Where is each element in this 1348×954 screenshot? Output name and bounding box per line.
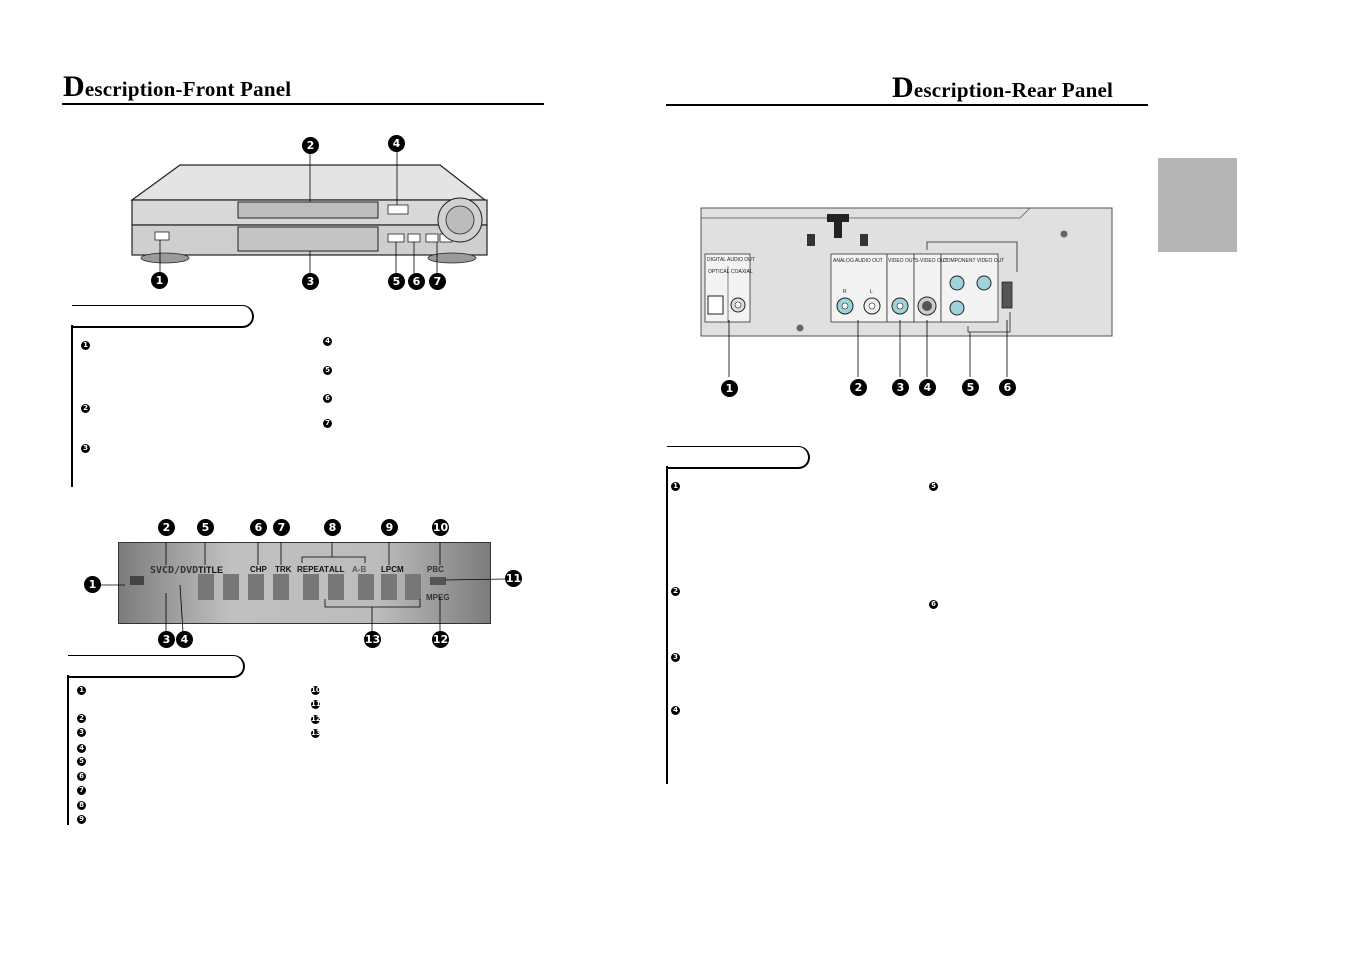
front-list-7: 7 — [323, 419, 332, 428]
display-pbc: PBC — [427, 565, 444, 574]
rear-list-4: 4 — [671, 706, 680, 715]
rear-list-2: 2 — [671, 587, 680, 596]
display-callout-10: 10 — [432, 519, 449, 536]
rear-callout-2: 2 — [850, 379, 867, 396]
display-list-2: 2 — [77, 714, 86, 723]
front-callout-1: 1 — [151, 272, 168, 289]
rear-callout-3: 3 — [892, 379, 909, 396]
display-list-6: 6 — [77, 772, 86, 781]
front-callout-7: 7 — [429, 273, 446, 290]
display-ab: A-B — [352, 565, 367, 574]
title-rest: escription-Front Panel — [84, 77, 292, 101]
rear-list-5: 5 — [929, 482, 938, 491]
display-all: ALL — [329, 565, 345, 574]
display-list-8: 8 — [77, 801, 86, 810]
rear-optical: OPTICAL — [708, 269, 730, 275]
front-callout-3: 3 — [302, 273, 319, 290]
rear-callout-1: 1 — [721, 380, 738, 397]
display-callout-1: 1 — [84, 576, 101, 593]
display-list-10: 10 — [311, 686, 321, 695]
rear-list-3: 3 — [671, 653, 680, 662]
display-list-1: 1 — [77, 686, 86, 695]
rear-list-1: 1 — [671, 482, 680, 491]
front-callout-4: 4 — [388, 135, 405, 152]
display-callout-5: 5 — [197, 519, 214, 536]
display-svcd-dvd: SVCD/DVD — [150, 565, 199, 576]
front-list-1: 1 — [81, 341, 90, 350]
front-section-line — [71, 325, 73, 487]
front-list-6: 6 — [323, 394, 332, 403]
front-list-3: 3 — [81, 444, 90, 453]
title-initial: D — [63, 70, 85, 103]
display-callout-2: 2 — [158, 519, 175, 536]
display-section-line — [67, 675, 69, 825]
title-initial: D — [892, 71, 914, 104]
display-callout-9: 9 — [381, 519, 398, 536]
display-list-12: 12 — [311, 715, 321, 724]
rear-s-video-out: S-VIDEO OUT — [915, 258, 948, 264]
title-rule — [666, 104, 1148, 106]
rear-analog-audio-out: ANALOG AUDIO OUT — [833, 258, 883, 264]
display-callout-12: 12 — [432, 631, 449, 648]
rear-leader-lines — [728, 320, 1008, 377]
display-callout-8: 8 — [324, 519, 341, 536]
display-title: TITLE — [198, 565, 223, 575]
front-callout-6: 6 — [408, 273, 425, 290]
display-mpeg: MPEG — [426, 593, 450, 602]
display-repeat: REPEAT — [297, 565, 329, 574]
front-list-5: 5 — [323, 366, 332, 375]
rear-video-out: VIDEO OUT — [888, 258, 916, 264]
rear-r: R — [843, 289, 847, 295]
rear-section-tab — [667, 446, 810, 469]
rear-coaxial: COAXIAL — [731, 269, 753, 275]
front-display-segments — [130, 574, 446, 600]
title-rule — [62, 103, 544, 105]
display-callout-4: 4 — [176, 631, 193, 648]
display-callout-7: 7 — [273, 519, 290, 536]
display-section-tab — [68, 655, 245, 678]
front-list-2: 2 — [81, 404, 90, 413]
display-leader-lines — [100, 542, 506, 633]
display-lpcm: LPCM — [381, 565, 404, 574]
front-panel-illustration — [130, 152, 488, 273]
rear-section-line — [666, 466, 668, 784]
rear-callout-6: 6 — [999, 379, 1016, 396]
rear-list-6: 6 — [929, 600, 938, 609]
front-panel-title: Description-Front Panel — [63, 70, 291, 104]
display-list-9: 9 — [77, 815, 86, 824]
display-list-3: 3 — [77, 728, 86, 737]
rear-callout-5: 5 — [962, 379, 979, 396]
rear-panel-illustration — [700, 207, 1113, 337]
display-trk: TRK — [275, 565, 292, 574]
display-callout-11: 11 — [505, 570, 522, 587]
front-list-4: 4 — [323, 337, 332, 346]
chapter-tab — [1158, 158, 1237, 252]
rear-digital-audio-out: DIGITAL AUDIO OUT — [707, 257, 755, 263]
rear-l: L — [870, 289, 873, 295]
title-rest: escription-Rear Panel — [913, 78, 1114, 102]
display-list-7: 7 — [77, 786, 86, 795]
front-callout-5: 5 — [388, 273, 405, 290]
display-callout-13: 13 — [364, 631, 381, 648]
display-callout-3: 3 — [158, 631, 175, 648]
front-callout-2: 2 — [302, 137, 319, 154]
display-list-13: 13 — [311, 729, 321, 738]
rear-panel-title: Description-Rear Panel — [892, 71, 1113, 105]
display-list-5: 5 — [77, 757, 86, 766]
front-section-tab — [72, 305, 254, 328]
display-list-11: 11 — [311, 700, 321, 709]
rear-callout-4: 4 — [919, 379, 936, 396]
rear-component-video-out: COMPONENT VIDEO OUT — [943, 258, 1005, 264]
display-list-4: 4 — [77, 744, 86, 753]
display-chp: CHP — [250, 565, 267, 574]
display-callout-6: 6 — [250, 519, 267, 536]
